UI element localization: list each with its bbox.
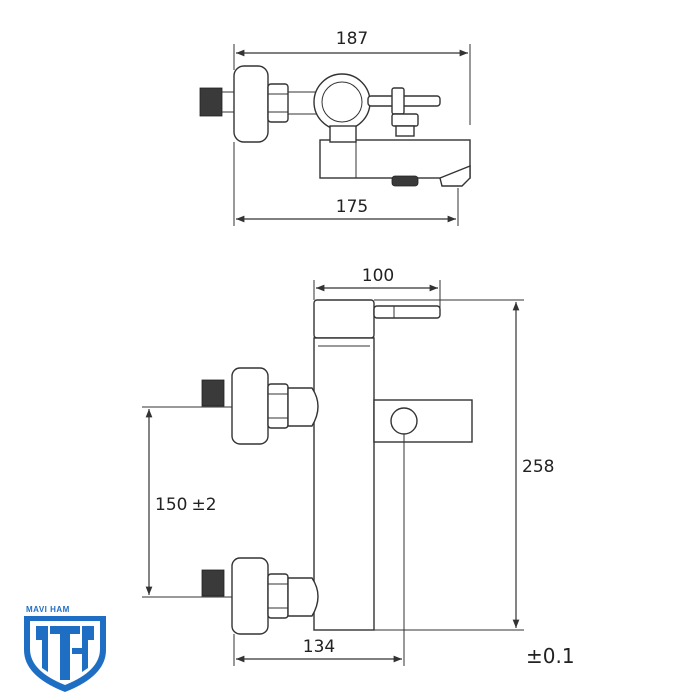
upper-inlet bbox=[201, 367, 319, 445]
diverter-knob-top bbox=[391, 113, 419, 127]
dimension-center-distance: 150±2 bbox=[142, 406, 232, 598]
dim-label-front-width: 100 bbox=[362, 266, 394, 286]
dimension-depth: 134 bbox=[233, 434, 405, 666]
cartridge-cap bbox=[313, 299, 375, 339]
dim-label-top-spout: 175 bbox=[336, 197, 368, 217]
brand-logo: MAVI HAM bbox=[24, 605, 106, 692]
dim-label-height: 258 bbox=[522, 457, 554, 477]
lower-inlet bbox=[201, 557, 319, 635]
inlet-knurl-top bbox=[199, 87, 223, 117]
top-view: 187 175 bbox=[199, 29, 471, 226]
dim-label-top-width: 187 bbox=[336, 29, 368, 49]
eccentric-nut-top bbox=[267, 83, 289, 123]
svg-text:MAVI HAM: MAVI HAM bbox=[26, 605, 70, 614]
dimension-top-width: 187 bbox=[233, 29, 471, 125]
lever-handle-front bbox=[373, 305, 441, 319]
spout-outlet-knurl bbox=[391, 175, 419, 187]
spout-front bbox=[373, 399, 473, 443]
diverter-knob-front bbox=[390, 407, 418, 435]
dimension-front-width: 100 bbox=[313, 266, 441, 308]
spout-tip-top bbox=[439, 164, 471, 187]
dim-label-center-distance: 150±2 bbox=[155, 495, 217, 515]
front-view: 100 258 bbox=[142, 266, 554, 666]
spout-body-top bbox=[319, 139, 471, 179]
logo-monogram-icon bbox=[36, 626, 94, 680]
dimension-height: 258 bbox=[374, 299, 554, 631]
tolerance-note: ±0.1 bbox=[526, 644, 575, 668]
dimension-top-spout: 175 bbox=[233, 142, 459, 226]
dim-label-depth: 134 bbox=[303, 637, 335, 657]
mixer-body-front bbox=[313, 337, 375, 631]
wall-flange-top bbox=[233, 65, 269, 143]
